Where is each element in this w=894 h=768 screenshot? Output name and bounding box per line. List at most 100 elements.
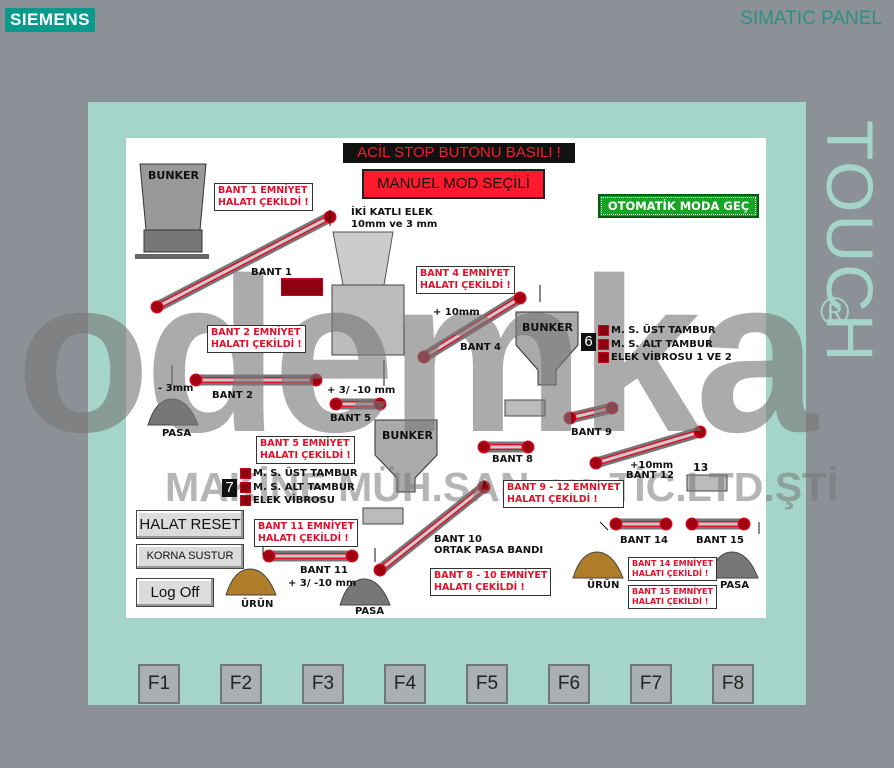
bant15-alarm: BANT 15 EMNİYET HALATI ÇEKİLDİ ! (628, 585, 717, 609)
bant12-label: BANT 12 (626, 470, 674, 481)
f4-key[interactable]: F4 (384, 664, 426, 704)
pasa-label: PASA (162, 428, 192, 439)
bant9-12-alarm: BANT 9 - 12 EMNİYET HALATI ÇEKİLDİ ! (503, 480, 625, 508)
bant9-pulley (563, 411, 577, 425)
bant14-pulley (659, 517, 673, 531)
screen-frame-icon (331, 284, 405, 356)
bant5-label: BANT 5 (330, 413, 371, 424)
bant4-conveyor-surface (423, 296, 521, 359)
bant4-size: + 10mm (433, 307, 480, 318)
bant14-alarm: BANT 14 EMNİYET HALATI ÇEKİLDİ ! (628, 557, 717, 581)
urun-pile-icon (225, 568, 277, 596)
group7-item: M. S. ALT TAMBUR (253, 482, 355, 493)
f8-key[interactable]: F8 (712, 664, 754, 704)
log-off-button[interactable]: Log Off (136, 578, 214, 607)
bant2-pulley (309, 373, 323, 387)
touch-label: TOUCH (813, 120, 887, 364)
bant2-alarm: BANT 2 EMNİYET HALATI ÇEKİLDİ ! (207, 325, 306, 353)
f2-key[interactable]: F2 (220, 664, 262, 704)
bant10-label: BANT 10 (434, 534, 482, 545)
f6-key[interactable]: F6 (548, 664, 590, 704)
unit13-label: 13 (693, 461, 709, 474)
bant11-size: + 3/ -10 mm (288, 578, 357, 589)
urun-pile-icon (572, 551, 624, 579)
bant11-pulley (262, 549, 276, 563)
bant5-pulley (329, 397, 343, 411)
bant12-pulley (589, 456, 603, 470)
f3-key[interactable]: F3 (302, 664, 344, 704)
bunker-2-icon (515, 311, 579, 386)
halat-reset-button[interactable]: HALAT RESET (136, 510, 244, 539)
status-indicator (240, 468, 251, 479)
bant8-pulley (477, 440, 491, 454)
status-indicator (598, 339, 609, 350)
registered-mark: ® (820, 290, 850, 334)
bant5-alarm: BANT 5 EMNİYET HALATI ÇEKİLDİ ! (256, 436, 355, 464)
screen-label: İKİ KATLI ELEK (351, 207, 433, 218)
bant4-pulley (417, 350, 431, 364)
bunker-1-base (143, 229, 203, 253)
siemens-logo: SIEMENS (5, 8, 95, 32)
bant8-10-alarm: BANT 8 - 10 EMNİYET HALATI ÇEKİLDİ ! (430, 568, 552, 596)
bunker-3-icon (374, 419, 438, 493)
bant15-label: BANT 15 (696, 535, 744, 546)
bant4-label: BANT 4 (460, 342, 501, 353)
bant9-conveyor-surface (569, 406, 613, 420)
feeder-icon (504, 399, 546, 417)
urun-label: ÜRÜN (587, 580, 620, 591)
group7-item: M. S. ÜST TAMBUR (253, 468, 358, 479)
status-indicator (598, 325, 609, 336)
status-indicator (240, 495, 251, 506)
bant11-pulley (345, 549, 359, 563)
group6-item: M. S. ÜST TAMBUR (611, 325, 716, 336)
auto-mode-button[interactable]: OTOMATİK MODA GEÇ (598, 194, 759, 218)
bunker-label: BUNKER (522, 321, 574, 334)
ortak-pasa-label: ORTAK PASA BANDI (434, 545, 544, 556)
bant11-alarm: BANT 11 EMNİYET HALATI ÇEKİLDİ ! (254, 519, 359, 547)
bant14-label: BANT 14 (620, 535, 668, 546)
bant1-conveyor-surface (156, 215, 331, 309)
bant14-pulley (609, 517, 623, 531)
bant11-label: BANT 11 (300, 565, 348, 576)
bant8-pulley (521, 440, 535, 454)
pasa-pile-icon (339, 578, 391, 606)
pasa-label: PASA (720, 580, 750, 591)
korna-sustur-button[interactable]: KORNA SUSTUR (136, 544, 244, 569)
bant9-label: BANT 9 (571, 427, 612, 438)
bant2-label: BANT 2 (212, 390, 253, 401)
manual-mode-indicator: MANUEL MOD SEÇİLİ (362, 169, 545, 199)
status-indicator (598, 352, 609, 363)
group7-item: ELEK VİBROSU (253, 495, 335, 506)
bant12-pulley (693, 425, 707, 439)
feeder-icon (362, 507, 404, 525)
bant1-status-indicator (281, 278, 323, 296)
emergency-stop-banner: ACİL STOP BUTONU BASILI ! (343, 143, 575, 163)
bant12-conveyor-surface (595, 430, 701, 465)
bant2-pulley (189, 373, 203, 387)
bant10-pulley (373, 563, 387, 577)
pasa-label: PASA (355, 606, 385, 617)
bunker-label: BUNKER (382, 429, 434, 442)
bant2-size: - 3mm (158, 383, 194, 394)
group6-number: 6 (581, 333, 596, 351)
status-indicator (240, 482, 251, 493)
pasa-pile-icon (147, 398, 199, 426)
f7-key[interactable]: F7 (630, 664, 672, 704)
bant1-alarm: BANT 1 EMNİYET HALATI ÇEKİLDİ ! (214, 183, 313, 211)
bant12-size: +10mm (630, 460, 674, 471)
urun-label: ÜRÜN (241, 599, 274, 610)
bant4-alarm: BANT 4 EMNİYET HALATI ÇEKİLDİ ! (416, 266, 515, 294)
bant9-pulley (605, 401, 619, 415)
f5-key[interactable]: F5 (466, 664, 508, 704)
bant15-pulley (685, 517, 699, 531)
bant15-pulley (737, 517, 751, 531)
watermark-company: MAKİNE MÜH.SAN. ve TİC.LTD.ŞTİ (165, 464, 839, 510)
screen-size-label: 10mm ve 3 mm (351, 219, 438, 230)
bant5-size: + 3/ -10 mm (327, 385, 396, 396)
group6-item: M. S. ALT TAMBUR (611, 339, 713, 350)
bant1-pulley (150, 300, 164, 314)
feeder-icon (686, 474, 728, 492)
f1-key[interactable]: F1 (138, 664, 180, 704)
bant10-conveyor-surface (379, 485, 485, 572)
